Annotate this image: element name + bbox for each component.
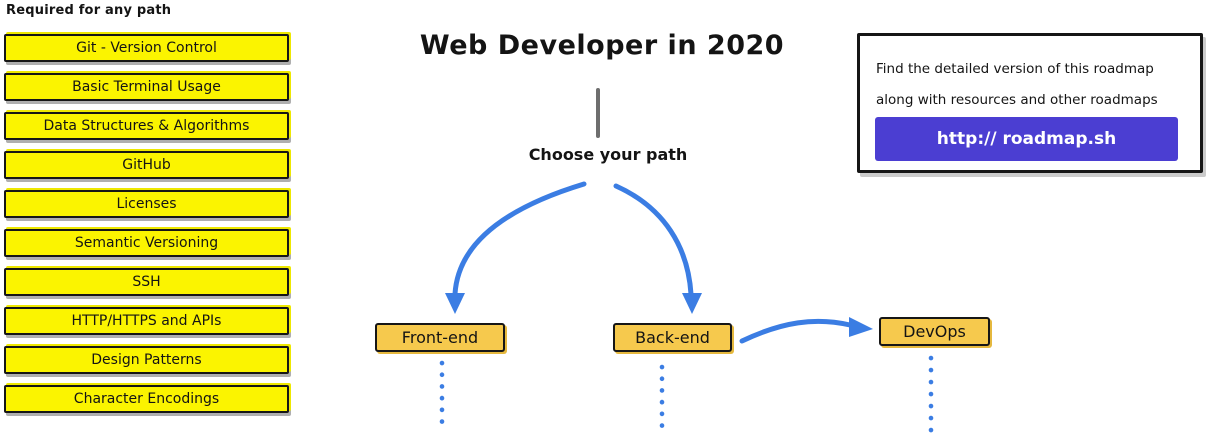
required-item-encodings[interactable]: Character Encodings <box>4 385 289 413</box>
required-panel: Required for any path Git - Version Cont… <box>4 3 289 424</box>
arrow-to-backend-head <box>682 293 702 314</box>
required-item-github[interactable]: GitHub <box>4 151 289 179</box>
choose-path-label: Choose your path <box>528 145 688 164</box>
path-node-frontend[interactable]: Front-end <box>375 323 505 352</box>
required-item-terminal[interactable]: Basic Terminal Usage <box>4 73 289 101</box>
required-panel-heading: Required for any path <box>6 3 172 18</box>
roadmap-info-line1: Find the detailed version of this roadma… <box>876 61 1154 77</box>
path-node-devops[interactable]: DevOps <box>879 317 990 346</box>
page-title: Web Developer in 2020 <box>419 30 785 61</box>
required-item-git[interactable]: Git - Version Control <box>4 34 289 62</box>
required-item-dsa[interactable]: Data Structures & Algorithms <box>4 112 289 140</box>
required-item-http[interactable]: HTTP/HTTPS and APIs <box>4 307 289 335</box>
roadmap-info-box: Find the detailed version of this roadma… <box>857 33 1203 173</box>
required-item-design-patterns[interactable]: Design Patterns <box>4 346 289 374</box>
arrow-to-frontend <box>452 181 587 297</box>
title-connector-line <box>596 88 600 138</box>
roadmap-info-line2: along with resources and other roadmaps <box>876 92 1158 108</box>
roadmap-info-text: Find the detailed version of this roadma… <box>876 54 1190 116</box>
required-item-ssh[interactable]: SSH <box>4 268 289 296</box>
required-item-semver[interactable]: Semantic Versioning <box>4 229 289 257</box>
arrow-to-frontend-head <box>445 293 465 314</box>
arrow-backend-to-devops <box>739 318 853 344</box>
arrow-to-backend <box>613 183 694 297</box>
required-item-licenses[interactable]: Licenses <box>4 190 289 218</box>
roadmap-url-button[interactable]: http:// roadmap.sh <box>875 117 1178 161</box>
arrow-backend-to-devops-head <box>849 317 873 337</box>
path-node-backend[interactable]: Back-end <box>613 323 732 352</box>
